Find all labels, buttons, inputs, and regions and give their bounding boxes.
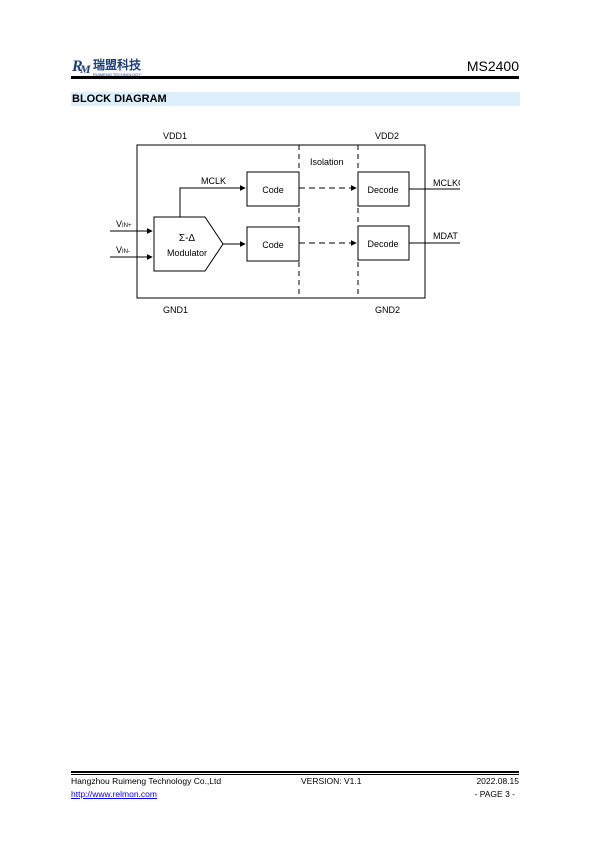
document-title: MS2400 (466, 58, 519, 74)
code-block-top-label: Code (262, 185, 284, 195)
footer-divider-thin (71, 774, 519, 775)
vdd1-label: VDD1 (163, 131, 187, 141)
svg-text:R: R (71, 58, 83, 75)
footer-date: 2022.08.15 (476, 776, 519, 786)
decode-block-bottom-label: Decode (367, 239, 398, 249)
svg-text:M: M (79, 62, 91, 76)
footer-page-number: - PAGE 3 - (474, 789, 515, 799)
code-block-bottom (246, 226, 300, 262)
isolation-label: Isolation (310, 157, 344, 167)
gnd2-label: GND2 (375, 305, 400, 315)
svg-text:瑞盟科技: 瑞盟科技 (93, 57, 142, 72)
modulator-label: Modulator (167, 248, 207, 258)
mdat-label: MDAT (433, 231, 458, 241)
mclk-label: MCLK (201, 176, 226, 186)
code-block-top (246, 171, 300, 207)
section-heading: BLOCK DIAGRAM (71, 92, 520, 106)
decode-block-bottom (357, 225, 410, 261)
vin-minus-label: VIN- (116, 245, 130, 255)
chip-boundary (136, 144, 426, 299)
header-divider (71, 76, 519, 79)
footer-version: VERSION: V1.1 (301, 776, 362, 786)
decode-block-top-label: Decode (367, 185, 398, 195)
modulator-symbol: Σ-Δ (179, 233, 196, 244)
footer-company: Hangzhou Ruimeng Technology Co.,Ltd (71, 776, 222, 786)
mclkout-label: MCLKOUT (433, 178, 460, 188)
footer-website-link[interactable]: http://www.relmon.com (71, 789, 157, 799)
page-header: R M 瑞盟科技 RUIMENG TECHNOLOGY MS2400 (71, 52, 519, 80)
svg-text:RUIMENG TECHNOLOGY: RUIMENG TECHNOLOGY (93, 72, 141, 77)
gnd1-label: GND1 (163, 305, 188, 315)
modulator-block (153, 216, 224, 272)
code-block-bottom-label: Code (262, 240, 284, 250)
mclk-line (179, 185, 246, 217)
vdd2-label: VDD2 (375, 131, 399, 141)
vin-plus-label: VIN+ (116, 219, 132, 229)
company-logo: R M 瑞盟科技 RUIMENG TECHNOLOGY (71, 57, 142, 77)
block-diagram: VDD1 VDD2 GND1 GND2 Isolation Σ-Δ Modula… (110, 131, 460, 315)
footer-divider-thick (71, 771, 519, 773)
